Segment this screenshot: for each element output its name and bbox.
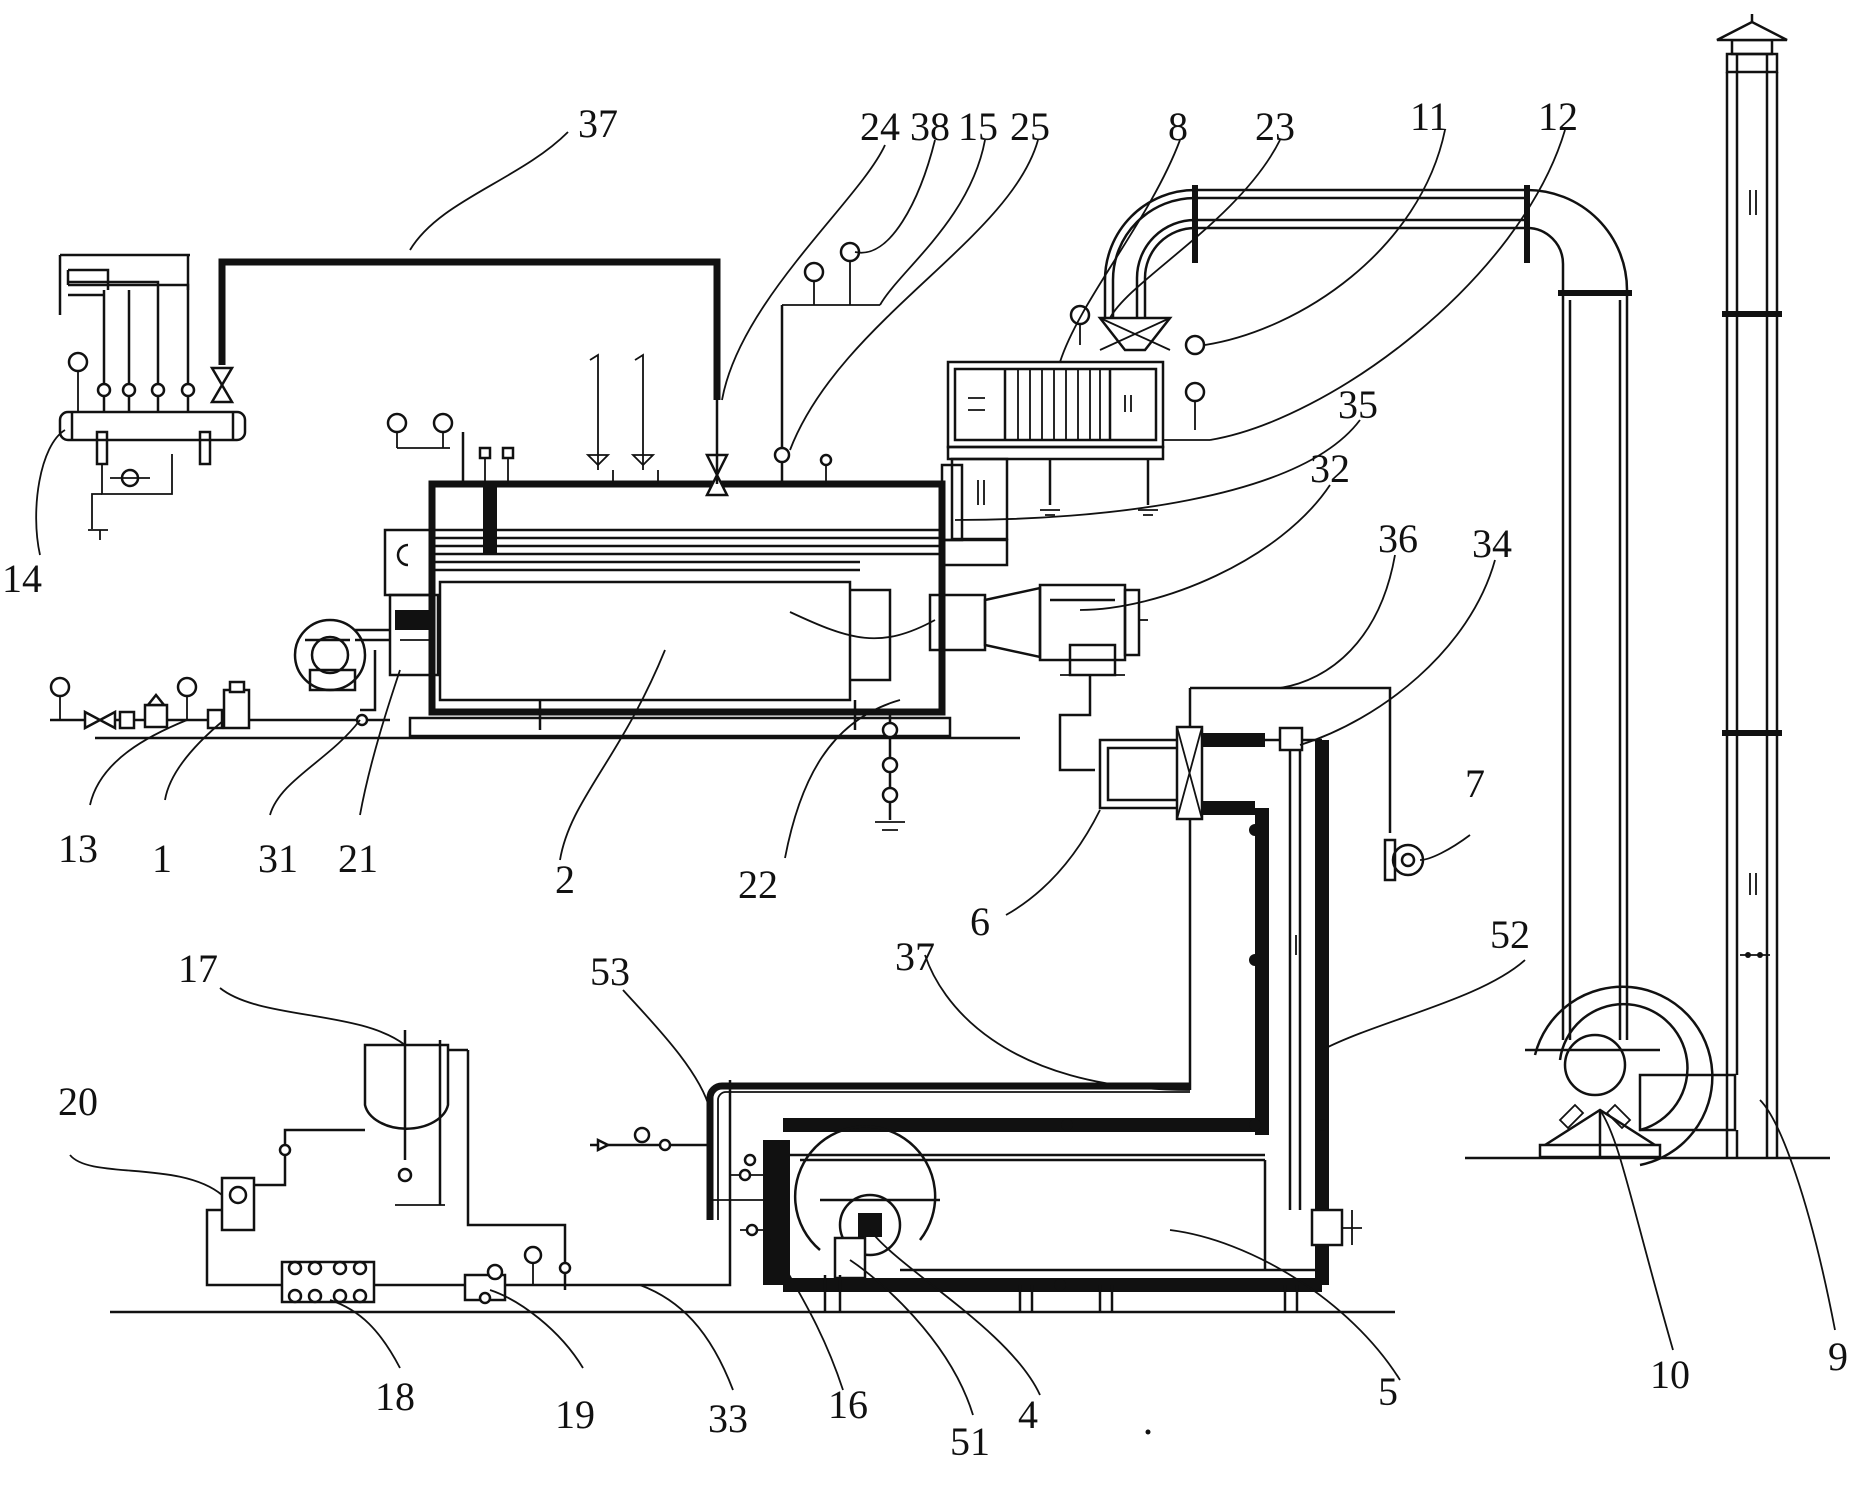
- label-9: 9: [1828, 1334, 1848, 1379]
- label-1: 1: [152, 836, 172, 881]
- label-12: 12: [1538, 94, 1578, 139]
- steam-header: [58, 253, 721, 540]
- label-16: 16: [828, 1382, 868, 1427]
- label-34: 34: [1472, 521, 1512, 566]
- label-53: 53: [590, 949, 630, 994]
- label-7: 7: [1465, 761, 1485, 806]
- label-19: 19: [555, 1392, 595, 1437]
- boiler-top-fittings: [386, 241, 880, 554]
- label-21: 21: [338, 836, 378, 881]
- exhaust-fan: [1525, 985, 1714, 1167]
- flue-duct: [1103, 185, 1632, 1040]
- air-intake: [1190, 686, 1425, 882]
- label-14: 14: [2, 556, 42, 601]
- label-15: 15: [958, 104, 998, 149]
- fuel-line: [49, 676, 390, 731]
- label-37: 37: [578, 101, 618, 146]
- label-20: 20: [58, 1079, 98, 1124]
- label-2: 2: [555, 857, 575, 902]
- part-labels: 37 24 38 15 25 8 23 11 12 35 32 36 34 14…: [2, 94, 1848, 1464]
- steam-boiler: [293, 463, 1009, 831]
- label-8: 8: [1168, 104, 1188, 149]
- label-25: 25: [1010, 104, 1050, 149]
- label-5: 5: [1378, 1369, 1398, 1414]
- label-18: 18: [375, 1374, 415, 1419]
- label-11: 11: [1410, 94, 1449, 139]
- label-31: 31: [258, 836, 298, 881]
- label-33: 33: [708, 1396, 748, 1441]
- label-10: 10: [1650, 1352, 1690, 1397]
- speck: [1145, 1429, 1151, 1435]
- label-36: 36: [1378, 516, 1418, 561]
- rear-reheater: [928, 583, 1148, 772]
- leader-lines: [35, 129, 1836, 1416]
- label-17: 17: [178, 946, 218, 991]
- label-22: 22: [738, 862, 778, 907]
- chimney: [1638, 14, 1788, 1158]
- feed-fan: [793, 1125, 940, 1312]
- label-4: 4: [1018, 1392, 1038, 1437]
- label-38: 38: [910, 104, 950, 149]
- label-51: 51: [950, 1419, 990, 1464]
- water-treatment: [205, 1030, 1190, 1305]
- label-32: 32: [1310, 446, 1350, 491]
- label-13: 13: [58, 826, 98, 871]
- label-6: 6: [970, 899, 990, 944]
- label-52: 52: [1490, 912, 1530, 957]
- label-37b: 37: [895, 934, 935, 979]
- label-24: 24: [860, 104, 900, 149]
- label-35: 35: [1338, 382, 1378, 427]
- label-23: 23: [1255, 104, 1295, 149]
